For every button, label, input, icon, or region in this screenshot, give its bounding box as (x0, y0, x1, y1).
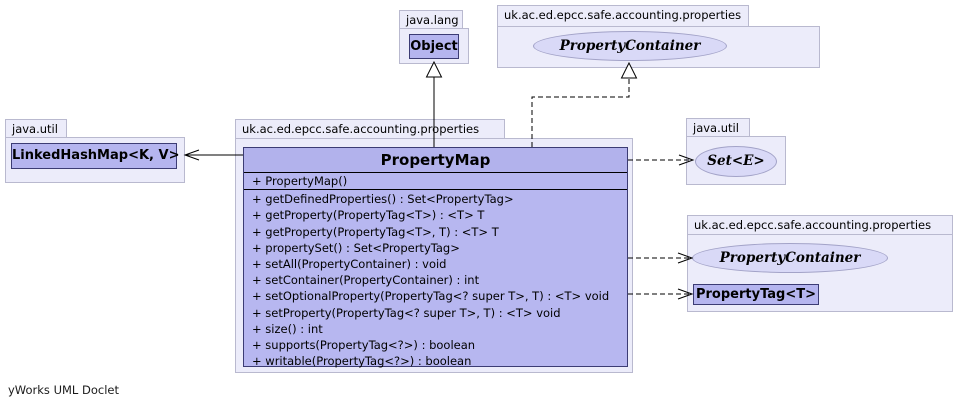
interface-name: PropertyContainer (559, 38, 701, 54)
methods-compartment: + getDefinedProperties() : Set<PropertyT… (244, 190, 627, 370)
class-node-propertytag[interactable]: PropertyTag<T> (693, 284, 819, 305)
class-node-linkedhashmap[interactable]: LinkedHashMap<K, V> (11, 143, 180, 169)
class-name: LinkedHashMap<K, V> (12, 148, 180, 163)
package-tab-properties-main: uk.ac.ed.epcc.safe.accounting.properties (235, 119, 505, 139)
member-row: + getProperty(PropertyTag<T>) : <T> T (252, 208, 485, 223)
class-title[interactable]: PropertyMap (244, 148, 627, 173)
constructor-compartment: + PropertyMap() (244, 173, 627, 191)
member-row: + getDefinedProperties() : Set<PropertyT… (252, 192, 514, 207)
package-label: uk.ac.ed.epcc.safe.accounting.properties (504, 8, 742, 22)
member-row: + PropertyMap() (252, 174, 348, 188)
class-name: Object (410, 39, 458, 54)
package-label: java.util (693, 121, 739, 135)
package-tab-properties-right: uk.ac.ed.epcc.safe.accounting.properties (687, 215, 953, 235)
dependency-edge-propertytag (628, 288, 694, 300)
package-label: java.lang (406, 13, 459, 27)
package-tab-java-util-left: java.util (5, 119, 67, 138)
package-label: uk.ac.ed.epcc.safe.accounting.properties (694, 218, 932, 232)
member-row: + setOptionalProperty(PropertyTag<? supe… (252, 289, 610, 304)
package-tab-java-lang: java.lang (399, 10, 463, 29)
member-row: + propertySet() : Set<PropertyTag> (252, 240, 460, 255)
dependency-edge-propertycontainer (628, 252, 694, 264)
class-name: PropertyTag<T> (695, 287, 816, 302)
member-row: + setContainer(PropertyContainer) : int (252, 273, 480, 288)
member-row: + writable(PropertyTag<?>) : boolean (252, 354, 472, 369)
member-row: + size() : int (252, 321, 323, 336)
class-node-propertymap[interactable]: PropertyMap + PropertyMap() + getDefined… (243, 147, 628, 370)
interface-node-propertycontainer-right[interactable]: PropertyContainer (692, 243, 888, 273)
package-tab-properties-top: uk.ac.ed.epcc.safe.accounting.properties (497, 5, 749, 27)
doclet-footer: yWorks UML Doclet (8, 383, 119, 397)
member-row: + supports(PropertyTag<?>) : boolean (252, 337, 476, 352)
interface-name: Set<E> (707, 153, 765, 169)
package-label: uk.ac.ed.epcc.safe.accounting.properties (242, 122, 480, 136)
member-row: + setAll(PropertyContainer) : void (252, 256, 447, 271)
realization-edge-propertycontainer (531, 61, 638, 147)
dependency-edge-set (628, 154, 695, 166)
member-row: + getProperty(PropertyTag<T>, T) : <T> T (252, 224, 499, 239)
interface-node-propertycontainer-top[interactable]: PropertyContainer (533, 31, 727, 61)
member-row: + setProperty(PropertyTag<? super T>, T)… (252, 305, 561, 320)
interface-name: PropertyContainer (719, 250, 861, 266)
interface-node-set[interactable]: Set<E> (695, 146, 777, 177)
class-node-object[interactable]: Object (409, 34, 459, 59)
package-label: java.util (12, 122, 58, 136)
package-tab-java-util-right: java.util (686, 118, 750, 137)
